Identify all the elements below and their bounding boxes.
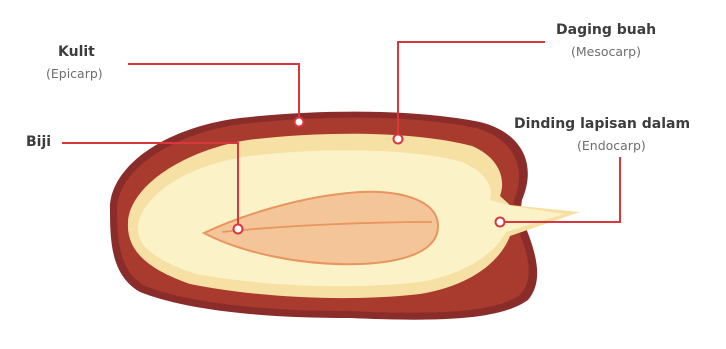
label-daging-latin: (Mesocarp) (571, 46, 641, 59)
label-kulit-latin: (Epicarp) (46, 68, 103, 81)
marker-endocarp (496, 218, 505, 227)
label-biji: Biji (26, 135, 51, 149)
label-endocarp: Dinding lapisan dalam (514, 117, 690, 131)
marker-daging (394, 135, 403, 144)
marker-biji (234, 225, 243, 234)
leader-line-kulit (128, 64, 299, 122)
label-endocarp-latin: (Endocarp) (577, 140, 646, 153)
label-kulit: Kulit (58, 45, 95, 59)
label-daging: Daging buah (556, 23, 656, 37)
marker-kulit (295, 118, 304, 127)
